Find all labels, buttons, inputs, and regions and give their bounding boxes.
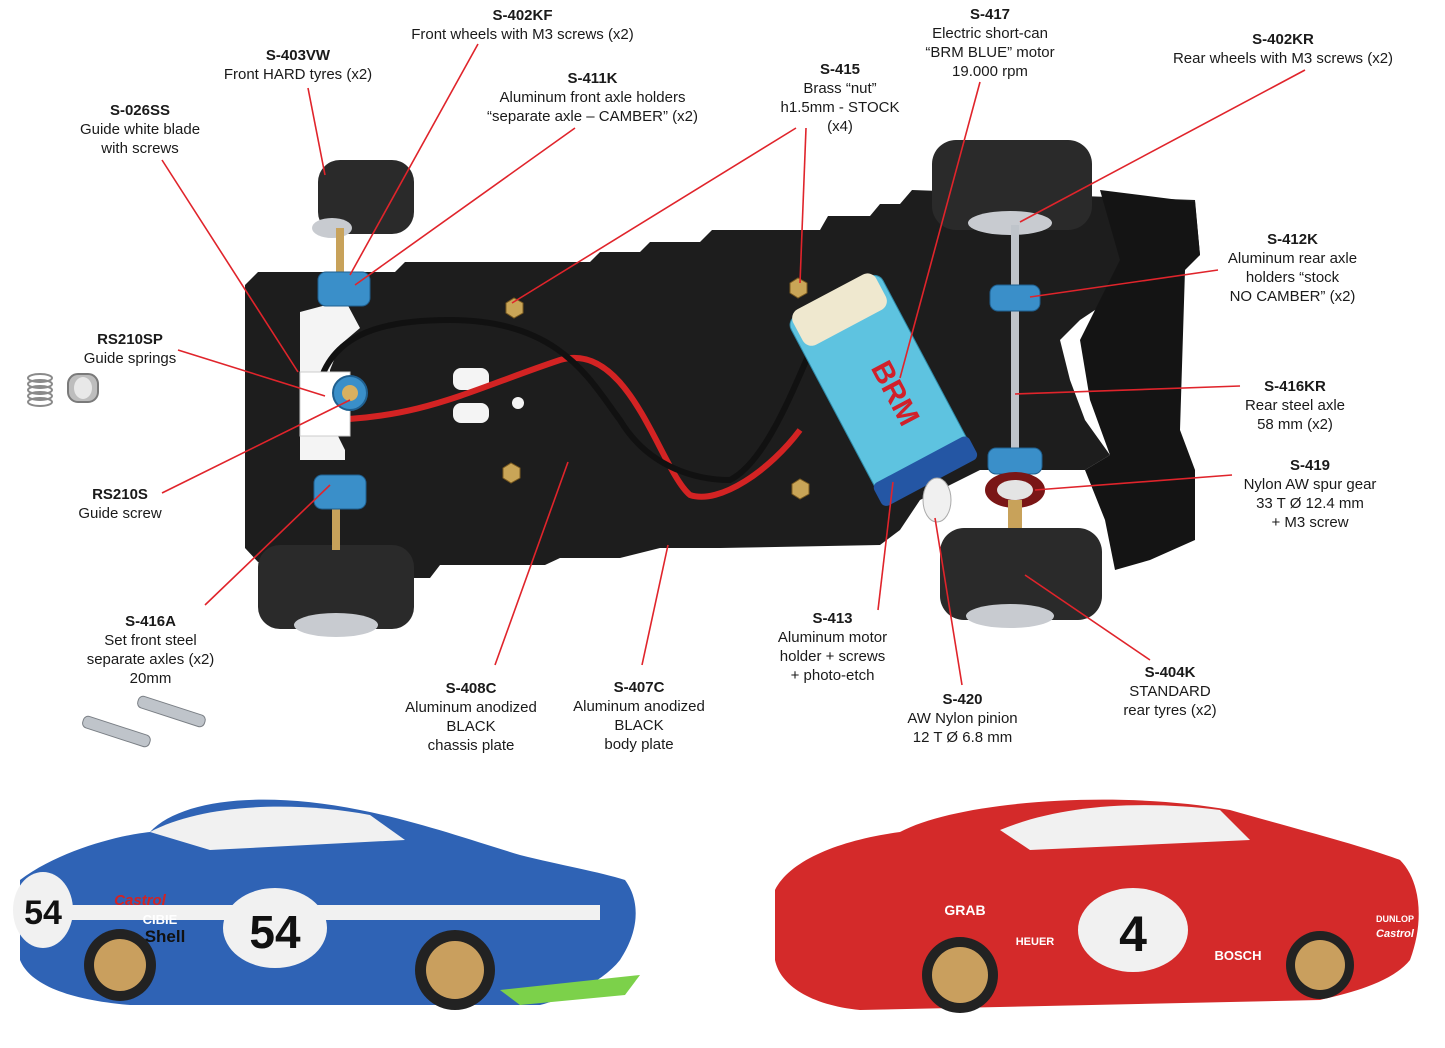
part-code: S-415 — [819, 61, 861, 78]
part-desc: Electric short-can “BRM BLUE” motor 19.0… — [925, 25, 1055, 80]
part-desc: Brass “nut” h1.5mm - STOCK (x4) — [780, 80, 900, 135]
part-code: S-407C — [613, 679, 665, 696]
label-s-411k: S-411K Aluminum front axle holders “sepa… — [470, 69, 715, 126]
part-code: S-412K — [1267, 231, 1318, 248]
label-s-419: S-419 Nylon AW spur gear 33 T Ø 12.4 mm … — [1225, 456, 1395, 532]
part-code: S-026SS — [109, 102, 171, 119]
part-desc: Aluminum anodized BLACK chassis plate — [405, 699, 537, 754]
chassis-plate — [245, 190, 1200, 578]
label-rs210sp: RS210SP Guide springs — [65, 330, 195, 368]
pinion-icon — [922, 477, 952, 523]
part-desc: Set front steel separate axles (x2) 20mm — [86, 632, 215, 687]
label-s-408c: S-408C Aluminum anodized BLACK chassis p… — [390, 679, 552, 755]
car-red-sponsor-bosch: BOSCH — [1215, 948, 1262, 963]
part-desc: Guide white blade with screws — [79, 121, 201, 157]
label-rs210s: RS210S Guide screw — [60, 485, 180, 523]
part-code: S-416A — [125, 613, 176, 630]
part-code: S-417 — [969, 6, 1011, 23]
front-axles-icon — [82, 695, 206, 748]
part-desc: Rear wheels with M3 screws (x2) — [1172, 50, 1394, 67]
part-desc: Front wheels with M3 screws (x2) — [411, 26, 634, 43]
car-blue-sponsor-cibie: CIBIE — [143, 912, 178, 927]
part-code: S-420 — [942, 691, 983, 708]
part-desc: STANDARD rear tyres (x2) — [1123, 683, 1217, 719]
part-code: S-402KR — [1252, 31, 1314, 48]
part-desc: Guide springs — [83, 350, 177, 367]
label-s-412k: S-412K Aluminum rear axle holders “stock… — [1210, 230, 1375, 306]
part-code: RS210S — [92, 486, 148, 503]
car-red-sponsor-dunlop: DUNLOP — [1376, 914, 1414, 924]
part-desc: Aluminum rear axle holders “stock NO CAM… — [1227, 250, 1358, 305]
label-s-420: S-420 AW Nylon pinion 12 T Ø 6.8 mm — [890, 690, 1035, 747]
label-s-402kr: S-402KR Rear wheels with M3 screws (x2) — [1158, 30, 1408, 68]
car-blue-54: 54 54 Castrol CIBIE Shell — [13, 799, 640, 1010]
guide-springs-icon — [27, 373, 99, 407]
part-desc: Front HARD tyres (x2) — [223, 66, 373, 83]
car-blue-number-door: 54 — [249, 906, 301, 958]
motor-icon: BRM — [789, 273, 978, 506]
car-blue-sponsor-castrol: Castrol — [114, 892, 167, 909]
label-s-413: S-413 Aluminum motor holder + screws + p… — [760, 609, 905, 685]
part-desc: AW Nylon pinion 12 T Ø 6.8 mm — [907, 710, 1018, 746]
part-code: S-408C — [445, 680, 497, 697]
part-code: S-403VW — [265, 47, 331, 64]
label-s-416a: S-416A Set front steel separate axles (x… — [68, 612, 233, 688]
part-desc: Rear steel axle 58 mm (x2) — [1244, 397, 1346, 433]
car-blue-sponsor-shell: Shell — [145, 927, 186, 946]
label-s-403vw: S-403VW Front HARD tyres (x2) — [198, 46, 398, 84]
label-s-415: S-415 Brass “nut” h1.5mm - STOCK (x4) — [755, 60, 925, 136]
label-s-026ss: S-026SS Guide white blade with screws — [50, 101, 230, 158]
car-red-sponsor-castrol: Castrol — [1376, 928, 1415, 940]
car-red-sponsor-heuer: HEUER — [1016, 936, 1055, 948]
label-s-416kr: S-416KR Rear steel axle 58 mm (x2) — [1225, 377, 1365, 434]
part-code: S-404K — [1144, 664, 1196, 681]
part-code: S-402KF — [492, 7, 553, 24]
part-desc: Aluminum anodized BLACK body plate — [573, 698, 705, 753]
car-red-sponsor-grab: GRAB — [944, 902, 985, 918]
part-code: S-416KR — [1264, 378, 1326, 395]
part-code: S-411K — [567, 70, 618, 87]
label-s-402kf: S-402KF Front wheels with M3 screws (x2) — [385, 6, 660, 44]
front-wheel-icon — [258, 160, 414, 637]
part-desc: Aluminum motor holder + screws + photo-e… — [777, 629, 888, 684]
label-s-404k: S-404K STANDARD rear tyres (x2) — [1095, 663, 1245, 720]
car-red-4: 4 GRAB HEUER BOSCH DUNLOP Castrol — [775, 799, 1419, 1013]
part-desc: Aluminum front axle holders “separate ax… — [487, 89, 698, 125]
part-code: RS210SP — [97, 331, 163, 348]
car-blue-number-side: 54 — [24, 894, 62, 932]
car-red-number: 4 — [1119, 906, 1147, 962]
brass-nut-icons — [502, 277, 810, 500]
part-desc: Guide screw — [78, 505, 162, 522]
label-s-407c: S-407C Aluminum anodized BLACK body plat… — [558, 678, 720, 754]
part-desc: Nylon AW spur gear 33 T Ø 12.4 mm + M3 s… — [1243, 476, 1377, 531]
part-code: S-419 — [1289, 457, 1331, 474]
part-code: S-413 — [812, 610, 853, 627]
leader-lines — [161, 43, 1306, 686]
label-s-417: S-417 Electric short-can “BRM BLUE” moto… — [900, 5, 1080, 81]
